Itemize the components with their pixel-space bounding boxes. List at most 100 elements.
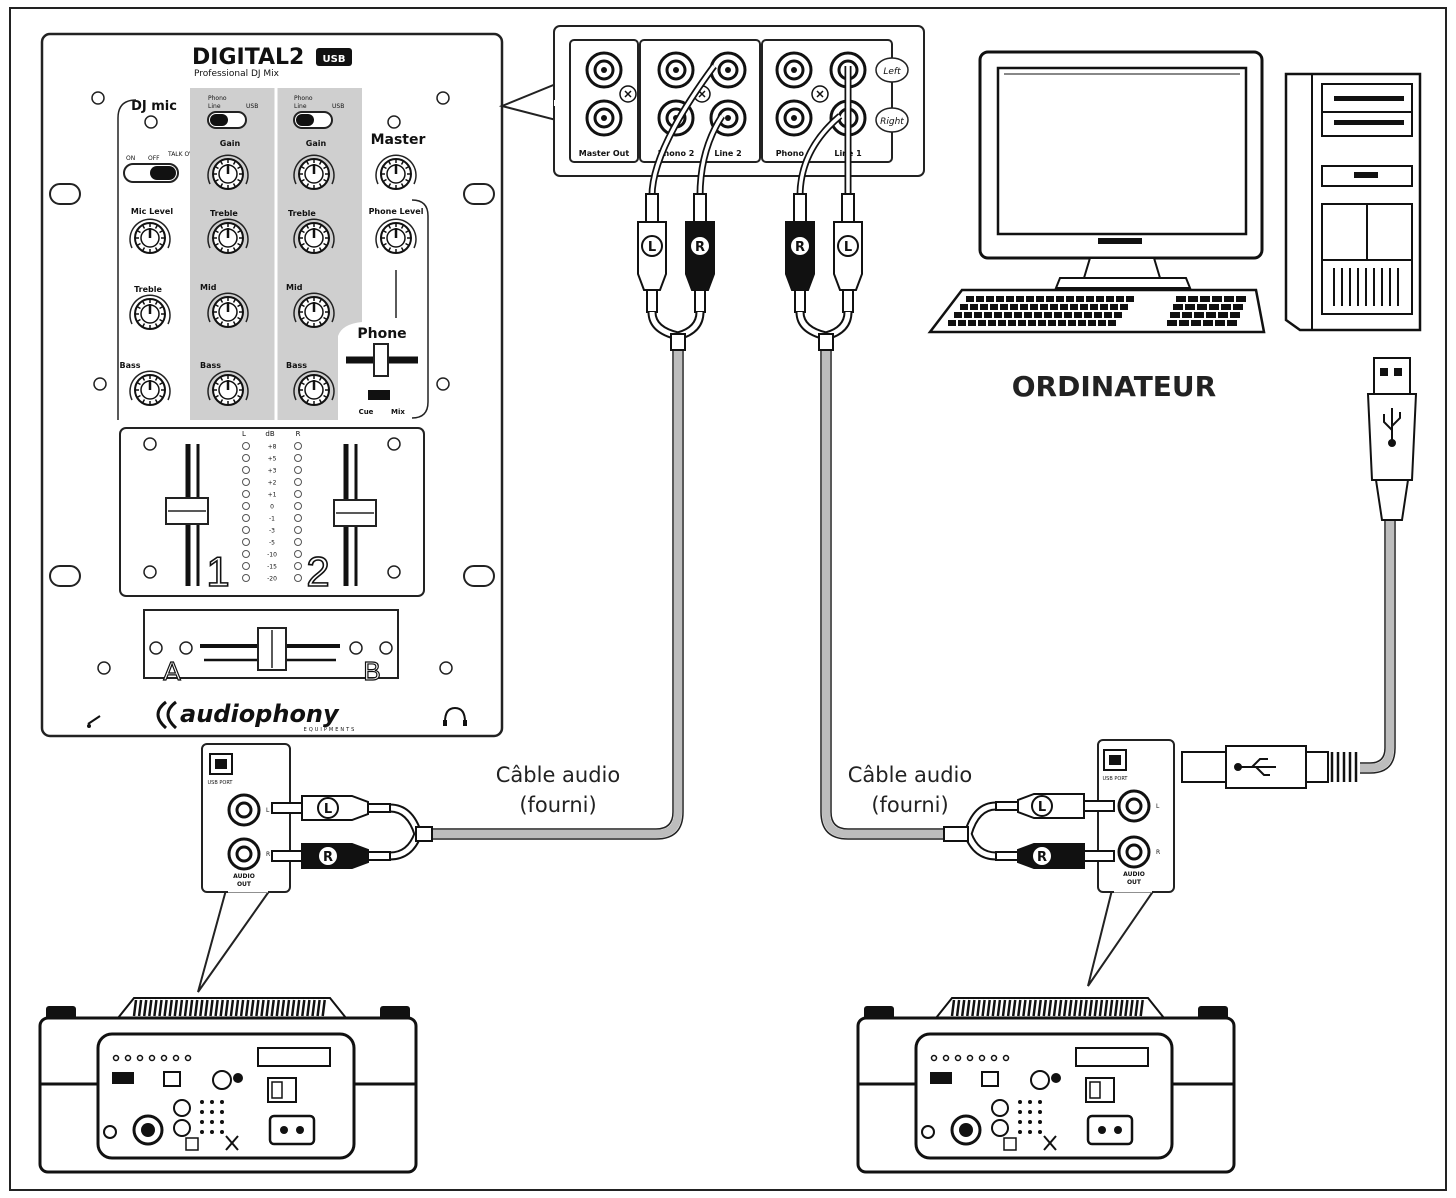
rca-plug: R <box>271 843 391 869</box>
computer-label: ORDINATEUR <box>1012 370 1216 403</box>
master-knob[interactable] <box>375 154 417 190</box>
keyboard-key <box>1182 312 1192 318</box>
keyboard-key <box>954 312 962 318</box>
ch1-input-phono: Phono <box>294 95 313 102</box>
vu-led-right <box>294 538 302 546</box>
keyboard-key <box>1100 304 1108 310</box>
remote-port <box>233 1073 243 1083</box>
knob-grip <box>154 376 159 381</box>
knob-grip <box>305 376 310 381</box>
keyboard-key <box>1120 304 1128 310</box>
jack-l-label: L <box>266 807 270 814</box>
ground-cross <box>698 90 706 98</box>
keyboard-key <box>1096 296 1104 302</box>
knob-grip <box>159 318 164 323</box>
keyboard-key <box>948 320 956 326</box>
usb-a-contact <box>1394 368 1402 376</box>
knob-grip <box>136 394 141 399</box>
cable-right-edge <box>830 348 944 830</box>
ch1-input-line: Line <box>294 103 307 110</box>
jog-rib <box>1052 999 1058 1017</box>
plug-tip <box>271 850 303 862</box>
screw-icon <box>387 437 401 451</box>
jog-rib <box>178 999 184 1017</box>
jog-rib <box>1139 999 1144 1017</box>
jog-rib <box>148 999 153 1017</box>
jog-rib <box>250 999 255 1017</box>
panel-dot <box>148 1054 156 1062</box>
ch1-bass-knob[interactable] <box>293 370 335 406</box>
plug-wire-fill <box>798 114 842 197</box>
ch1-mid-knob[interactable] <box>293 292 335 328</box>
keyboard-key <box>1194 312 1204 318</box>
mic-bass-knob[interactable] <box>129 370 171 406</box>
remote-port <box>1051 1073 1061 1083</box>
cue-slider-knob[interactable] <box>373 343 389 377</box>
knob-grip <box>300 303 305 308</box>
rack-slot <box>463 183 495 205</box>
section-outline <box>117 99 137 420</box>
logo-swoosh <box>156 700 168 730</box>
ch2-treble-knob[interactable] <box>207 218 249 254</box>
ch1-gain-knob[interactable] <box>293 154 335 190</box>
rack-slot <box>463 565 495 587</box>
jog-rib <box>244 999 250 1017</box>
jog-rib <box>163 999 168 1017</box>
keyboard-key <box>1046 296 1054 302</box>
jog-rib <box>1037 999 1042 1017</box>
mic-switch-talkover: TALK OVER <box>167 151 201 158</box>
vu-led-left <box>242 550 250 558</box>
ch2-mid-knob[interactable] <box>207 292 249 328</box>
crossfader-b-label: B <box>363 656 380 686</box>
jog-rib <box>1042 999 1048 1017</box>
ch2-gain-knob[interactable] <box>207 154 249 190</box>
vu-led-left <box>242 502 250 510</box>
ch2-gain-label: Gain <box>220 139 241 148</box>
split-collar <box>943 826 969 842</box>
mic-treble-knob[interactable] <box>129 294 171 330</box>
cue-mix-switch[interactable] <box>368 390 390 400</box>
keyboard-key <box>1056 296 1064 302</box>
keyboard-key <box>1221 304 1231 310</box>
ch2-input-phono: Phono <box>208 95 227 102</box>
knob-grip <box>305 160 310 165</box>
jog-rib <box>132 999 138 1017</box>
cable-right-edge <box>820 348 944 840</box>
plug-tip <box>693 193 707 223</box>
jog-rib <box>204 999 209 1017</box>
knob-grip <box>141 376 146 381</box>
jog-rib <box>996 999 1002 1017</box>
mixer-subtitle: Professional DJ Mix <box>194 69 280 79</box>
jog-rib <box>199 999 204 1017</box>
phone-level-knob[interactable] <box>375 218 417 254</box>
keyboard-key <box>1008 320 1016 326</box>
jog-rib <box>1119 999 1124 1017</box>
power-socket <box>1086 1114 1134 1146</box>
keyboard-key <box>1074 312 1082 318</box>
knob-grip <box>300 394 305 399</box>
keyboard-key <box>1114 312 1122 318</box>
ch2-bass-knob[interactable] <box>207 370 249 406</box>
usb-a-contact <box>1380 368 1388 376</box>
port <box>112 1072 134 1084</box>
rca-jack-pin <box>725 115 731 121</box>
knob-grip <box>214 316 219 321</box>
keyboard-key <box>1048 320 1056 326</box>
mic-level-knob[interactable] <box>129 218 171 254</box>
vu-db-tick: -20 <box>267 576 277 583</box>
vu-db-tick: -15 <box>267 564 277 571</box>
usb-symbol-icon <box>1234 758 1276 776</box>
rca-plug: R <box>785 113 843 313</box>
keyboard-key <box>1090 304 1098 310</box>
mix-label: Mix <box>391 408 405 416</box>
knob-grip <box>387 247 392 252</box>
knob-grip <box>387 183 392 188</box>
panel-dot <box>210 1100 214 1104</box>
ch1-treble-knob[interactable] <box>293 218 335 254</box>
knob-grip <box>136 381 141 386</box>
panel-dot <box>930 1054 938 1062</box>
keyboard-key <box>1050 304 1058 310</box>
knob-grip <box>300 178 305 183</box>
cd-players <box>38 997 1236 1174</box>
